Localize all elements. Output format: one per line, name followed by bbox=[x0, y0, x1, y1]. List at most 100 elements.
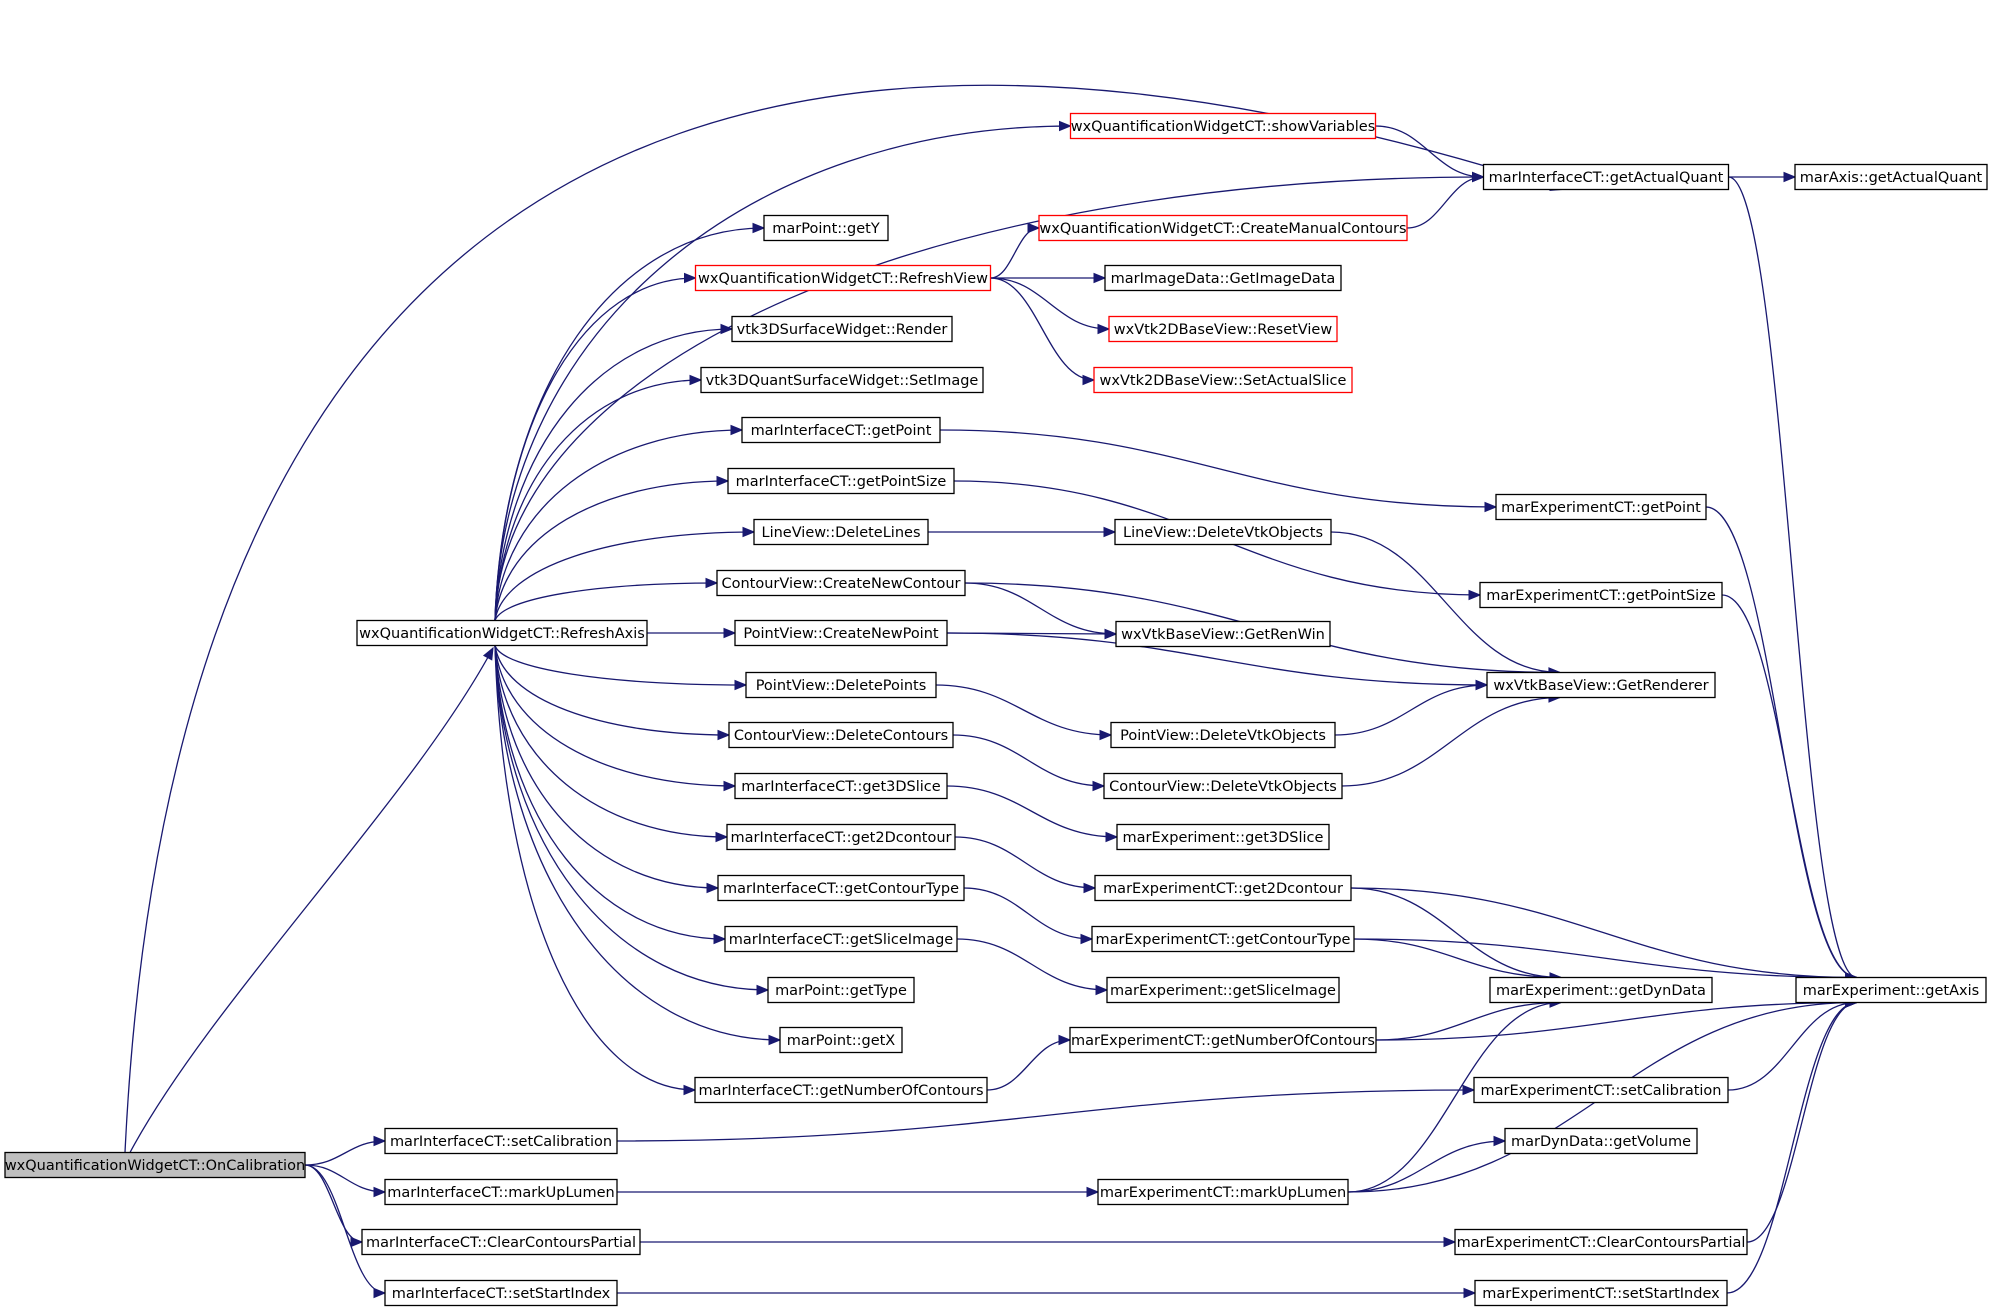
node-exp-get-point-size[interactable]: marExperimentCT::getPointSize bbox=[1479, 581, 1723, 609]
node-box[interactable] bbox=[731, 315, 953, 343]
node-exp-get3-d-slice[interactable]: marExperiment::get3DSlice bbox=[1116, 823, 1330, 851]
node-box[interactable] bbox=[1094, 874, 1352, 902]
node-box[interactable] bbox=[717, 874, 965, 902]
node-box[interactable] bbox=[1103, 772, 1343, 800]
node-refresh-view[interactable]: wxQuantificationWidgetCT::RefreshView bbox=[694, 264, 992, 292]
node-box[interactable] bbox=[694, 1076, 988, 1104]
node-exp-set-start-index[interactable]: marExperimentCT::setStartIndex bbox=[1474, 1279, 1728, 1307]
node-set-image[interactable]: vtk3DQuantSurfaceWidget::SetImage bbox=[700, 366, 984, 394]
node-if-get3-d-slice[interactable]: marInterfaceCT::get3DSlice bbox=[734, 772, 948, 800]
node-show-variables[interactable]: wxQuantificationWidgetCT::showVariables bbox=[1069, 112, 1377, 140]
node-axis-get-actual-quant[interactable]: marAxis::getActualQuant bbox=[1794, 163, 1988, 191]
node-if-get-contour-type[interactable]: marInterfaceCT::getContourType bbox=[717, 874, 965, 902]
node-delete-points[interactable]: PointView::DeletePoints bbox=[745, 671, 937, 699]
node-box[interactable] bbox=[1097, 1178, 1349, 1206]
node-if-get-point-size[interactable]: marInterfaceCT::getPointSize bbox=[727, 467, 955, 495]
node-render[interactable]: vtk3DSurfaceWidget::Render bbox=[731, 315, 953, 343]
node-box[interactable] bbox=[1110, 721, 1336, 749]
node-get-y[interactable]: marPoint::getY bbox=[763, 214, 889, 242]
node-box[interactable] bbox=[1114, 518, 1332, 546]
node-create-new-point[interactable]: PointView::CreateNewPoint bbox=[734, 619, 948, 647]
node-box[interactable] bbox=[1473, 1076, 1729, 1104]
node-box[interactable] bbox=[1495, 493, 1707, 521]
node-box[interactable] bbox=[745, 671, 937, 699]
node-box[interactable] bbox=[1504, 1127, 1698, 1155]
node-get-image-data[interactable]: marImageData::GetImageData bbox=[1104, 264, 1342, 292]
node-box[interactable] bbox=[716, 569, 966, 597]
node-box[interactable] bbox=[727, 467, 955, 495]
node-box[interactable] bbox=[734, 772, 948, 800]
node-exp-clear-contours-partial[interactable]: marExperimentCT::ClearContoursPartial bbox=[1454, 1228, 1748, 1256]
node-if-set-start-index[interactable]: marInterfaceCT::setStartIndex bbox=[384, 1279, 618, 1307]
node-box[interactable] bbox=[694, 264, 992, 292]
node-get-volume[interactable]: marDynData::getVolume bbox=[1504, 1127, 1698, 1155]
node-box[interactable] bbox=[724, 925, 958, 953]
node-exp-get2-dcontour[interactable]: marExperimentCT::get2Dcontour bbox=[1094, 874, 1352, 902]
node-box[interactable] bbox=[779, 1026, 903, 1054]
node-box[interactable] bbox=[734, 619, 948, 647]
node-if-set-calibration[interactable]: marInterfaceCT::setCalibration bbox=[384, 1127, 618, 1155]
node-box[interactable] bbox=[356, 619, 648, 647]
node-box[interactable] bbox=[1795, 976, 1987, 1004]
node-box[interactable] bbox=[728, 721, 954, 749]
node-get-type[interactable]: marPoint::getType bbox=[767, 976, 915, 1004]
node-if-get-slice-image[interactable]: marInterfaceCT::getSliceImage bbox=[724, 925, 958, 953]
node-box[interactable] bbox=[1091, 925, 1355, 953]
node-get-x[interactable]: marPoint::getX bbox=[779, 1026, 903, 1054]
node-set-actual-slice[interactable]: wxVtk2DBaseView::SetActualSlice bbox=[1093, 366, 1353, 394]
node-box[interactable] bbox=[384, 1127, 618, 1155]
node-box[interactable] bbox=[726, 823, 956, 851]
node-box[interactable] bbox=[1116, 823, 1330, 851]
node-box[interactable] bbox=[4, 1151, 306, 1179]
node-box[interactable] bbox=[753, 518, 929, 546]
node-box[interactable] bbox=[1482, 163, 1730, 191]
node-if-clear-contours-partial[interactable]: marInterfaceCT::ClearContoursPartial bbox=[361, 1228, 641, 1256]
node-create-new-contour[interactable]: ContourView::CreateNewContour bbox=[716, 569, 966, 597]
node-box[interactable] bbox=[1794, 163, 1988, 191]
node-contour-delete-vtk[interactable]: ContourView::DeleteVtkObjects bbox=[1103, 772, 1343, 800]
node-box[interactable] bbox=[1486, 671, 1716, 699]
node-get-actual-quant[interactable]: marInterfaceCT::getActualQuant bbox=[1482, 163, 1730, 191]
node-box[interactable] bbox=[1108, 315, 1338, 343]
node-box[interactable] bbox=[1474, 1279, 1728, 1307]
node-exp-get-contour-type[interactable]: marExperimentCT::getContourType bbox=[1091, 925, 1355, 953]
node-if-get-point[interactable]: marInterfaceCT::getPoint bbox=[741, 416, 941, 444]
node-if-get-number-of-contours[interactable]: marInterfaceCT::getNumberOfContours bbox=[694, 1076, 988, 1104]
node-point-delete-vtk[interactable]: PointView::DeleteVtkObjects bbox=[1110, 721, 1336, 749]
node-get-renderer[interactable]: wxVtkBaseView::GetRenderer bbox=[1486, 671, 1716, 699]
node-box[interactable] bbox=[1489, 976, 1713, 1004]
node-if-mark-up-lumen[interactable]: marInterfaceCT::markUpLumen bbox=[384, 1178, 618, 1206]
node-get-axis[interactable]: marExperiment::getAxis bbox=[1795, 976, 1987, 1004]
node-box[interactable] bbox=[767, 976, 915, 1004]
node-line-delete-vtk[interactable]: LineView::DeleteVtkObjects bbox=[1114, 518, 1332, 546]
node-box[interactable] bbox=[1479, 581, 1723, 609]
node-exp-get-slice-image[interactable]: marExperiment::getSliceImage bbox=[1106, 976, 1340, 1004]
node-exp-mark-up-lumen[interactable]: marExperimentCT::markUpLumen bbox=[1097, 1178, 1349, 1206]
node-refresh-axis[interactable]: wxQuantificationWidgetCT::RefreshAxis bbox=[356, 619, 648, 647]
node-box[interactable] bbox=[1104, 264, 1342, 292]
node-box[interactable] bbox=[1454, 1228, 1748, 1256]
node-get-ren-win[interactable]: wxVtkBaseView::GetRenWin bbox=[1115, 620, 1331, 648]
node-box[interactable] bbox=[763, 214, 889, 242]
node-box[interactable] bbox=[1106, 976, 1340, 1004]
node-reset-view[interactable]: wxVtk2DBaseView::ResetView bbox=[1108, 315, 1338, 343]
node-exp-set-calibration[interactable]: marExperimentCT::setCalibration bbox=[1473, 1076, 1729, 1104]
node-box[interactable] bbox=[1069, 112, 1377, 140]
node-box[interactable] bbox=[741, 416, 941, 444]
node-get-dyn-data[interactable]: marExperiment::getDynData bbox=[1489, 976, 1713, 1004]
node-create-manual-contours[interactable]: wxQuantificationWidgetCT::CreateManualCo… bbox=[1038, 214, 1408, 242]
node-box[interactable] bbox=[1038, 214, 1408, 242]
node-delete-lines[interactable]: LineView::DeleteLines bbox=[753, 518, 929, 546]
node-box[interactable] bbox=[384, 1279, 618, 1307]
node-exp-get-number-of-contours[interactable]: marExperimentCT::getNumberOfContours bbox=[1069, 1026, 1377, 1054]
node-box[interactable] bbox=[1093, 366, 1353, 394]
node-exp-get-point[interactable]: marExperimentCT::getPoint bbox=[1495, 493, 1707, 521]
node-on-calibration[interactable]: wxQuantificationWidgetCT::OnCalibration bbox=[4, 1151, 306, 1179]
node-box[interactable] bbox=[361, 1228, 641, 1256]
node-if-get2-dcontour[interactable]: marInterfaceCT::get2Dcontour bbox=[726, 823, 956, 851]
node-box[interactable] bbox=[1115, 620, 1331, 648]
node-box[interactable] bbox=[384, 1178, 618, 1206]
node-box[interactable] bbox=[1069, 1026, 1377, 1054]
node-box[interactable] bbox=[700, 366, 984, 394]
node-delete-contours[interactable]: ContourView::DeleteContours bbox=[728, 721, 954, 749]
